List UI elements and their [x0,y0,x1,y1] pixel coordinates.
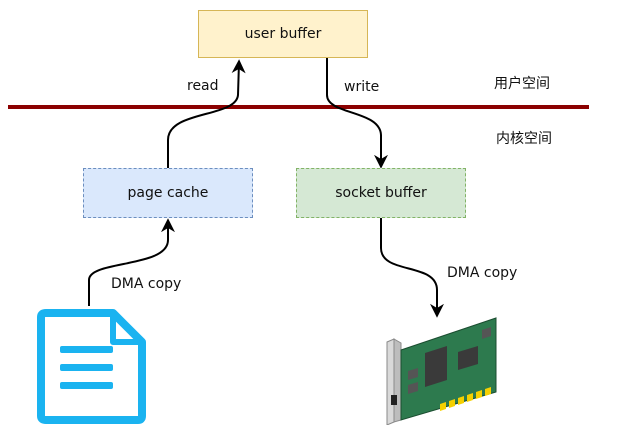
network-card-icon [386,317,497,425]
socket-buffer-label: socket buffer [335,185,427,201]
user-buffer-box: user buffer [198,10,368,58]
read-arrow [167,59,246,168]
page-cache-box: page cache [83,168,253,218]
socket-buffer-box: socket buffer [296,168,466,218]
document-icon [37,309,146,424]
dma-copy-left-label: DMA copy [111,276,182,292]
user-space-label: 用户空间 [494,76,550,92]
dma-copy-left-arrow [88,218,175,306]
read-label: read [187,78,219,94]
write-arrow [326,58,388,169]
user-buffer-label: user buffer [244,26,322,42]
write-label: write [344,79,380,95]
page-cache-label: page cache [127,185,209,201]
dma-copy-right-arrow [380,218,444,318]
dma-copy-right-label: DMA copy [447,265,518,281]
kernel-space-label: 内核空间 [496,131,552,147]
